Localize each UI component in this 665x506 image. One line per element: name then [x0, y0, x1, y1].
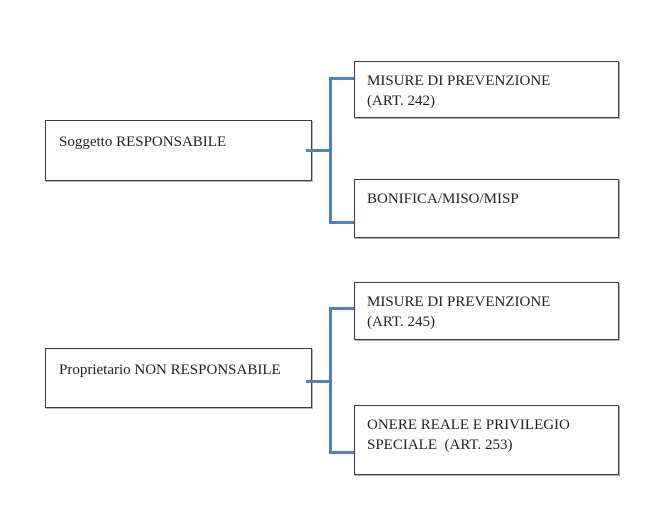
- box-bonifica-miso-misp-line1: BONIFICA/MISO/MISP: [367, 191, 519, 207]
- box-misure-prevenzione-art245-line2: (ART. 245): [367, 314, 435, 330]
- connector-bottom-branch-upper: [329, 307, 354, 310]
- box-soggetto-responsabile: Soggetto RESPONSABILE: [45, 120, 312, 181]
- connector-top-branch-lower: [329, 221, 354, 224]
- box-onere-reale-privilegio-speciale-line1: ONERE REALE E PRIVILEGIO: [367, 417, 570, 433]
- box-misure-prevenzione-art242: MISURE DI PREVENZIONE (ART. 242): [354, 61, 619, 118]
- box-bonifica-miso-misp: BONIFICA/MISO/MISP: [354, 179, 619, 238]
- box-soggetto-responsabile-label: Soggetto RESPONSABILE: [59, 134, 227, 150]
- box-misure-prevenzione-art242-line1: MISURE DI PREVENZIONE: [367, 73, 551, 89]
- box-misure-prevenzione-art242-line2: (ART. 242): [367, 93, 435, 109]
- connector-top-stub: [306, 149, 332, 152]
- box-proprietario-non-responsabile-label: Proprietario NON RESPONSABILE: [59, 362, 281, 378]
- box-misure-prevenzione-art245: MISURE DI PREVENZIONE (ART. 245): [354, 282, 619, 340]
- box-onere-reale-privilegio-speciale: ONERE REALE E PRIVILEGIO SPECIALE (ART. …: [354, 405, 619, 475]
- connector-bottom-branch-lower: [329, 451, 354, 454]
- connector-bottom-stub: [306, 380, 332, 383]
- box-proprietario-non-responsabile: Proprietario NON RESPONSABILE: [45, 348, 312, 408]
- box-onere-reale-privilegio-speciale-line2: SPECIALE (ART. 253): [367, 437, 513, 453]
- connector-bottom-vertical: [329, 307, 332, 454]
- connector-top-branch-upper: [329, 77, 354, 80]
- box-misure-prevenzione-art245-line1: MISURE DI PREVENZIONE: [367, 294, 551, 310]
- connector-top-vertical: [329, 77, 332, 224]
